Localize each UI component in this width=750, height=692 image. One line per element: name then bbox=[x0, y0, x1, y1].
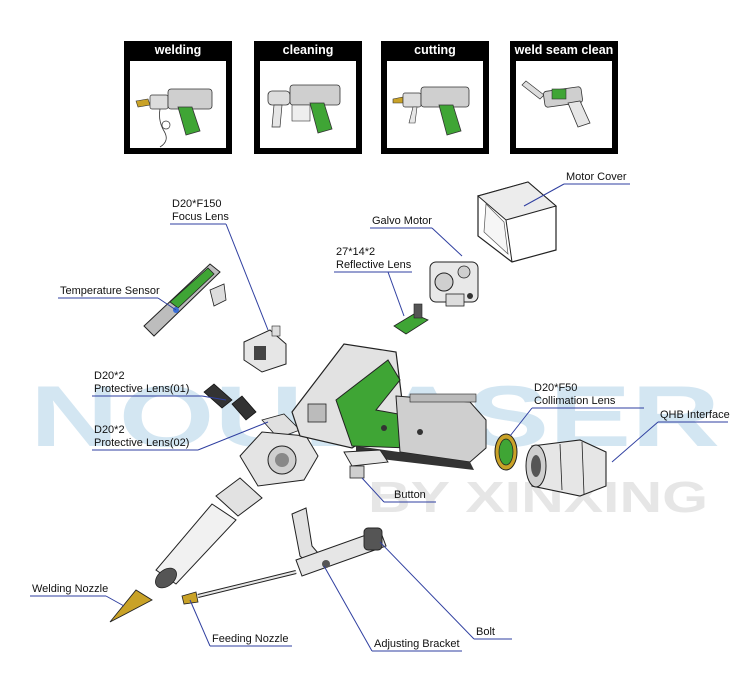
lens-housing-part bbox=[239, 431, 319, 487]
label-welding-nozzle: Welding Nozzle bbox=[32, 583, 108, 595]
leader-lines bbox=[30, 183, 728, 652]
label-bolt: Bolt bbox=[476, 626, 495, 638]
label-button: Button bbox=[394, 489, 426, 501]
protective-lens-01-part bbox=[203, 383, 257, 421]
galvo-motor-part bbox=[429, 261, 479, 307]
label-reflective-lens: Reflective Lens bbox=[336, 259, 412, 271]
label-collimation-lens: Collimation Lens bbox=[534, 395, 616, 407]
weld-seam-clean-gun-icon bbox=[521, 80, 591, 128]
mode-card-welding: welding bbox=[124, 41, 232, 154]
cutting-gun-icon bbox=[392, 86, 470, 136]
qhb-interface-part bbox=[525, 439, 607, 497]
label-reflective-lens-spec: 27*14*2 bbox=[336, 246, 375, 258]
button-part bbox=[343, 449, 389, 479]
label-galvo-motor: Galvo Motor bbox=[372, 215, 432, 227]
mode-image-cleaning bbox=[260, 61, 356, 148]
label-temperature-sensor: Temperature Sensor bbox=[60, 285, 160, 297]
bolt-part bbox=[363, 527, 383, 551]
label-protective-lens-01-spec: D20*2 bbox=[94, 370, 125, 382]
cleaning-gun-icon bbox=[267, 84, 341, 134]
welding-gun-icon bbox=[135, 88, 213, 148]
label-focus-lens: Focus Lens bbox=[172, 211, 229, 223]
label-collimation-lens-spec: D20*F50 bbox=[534, 382, 577, 394]
label-qhb-interface: QHB Interface bbox=[660, 409, 730, 421]
mode-label: weld seam clean bbox=[514, 43, 614, 57]
label-protective-lens-02: Protective Lens(02) bbox=[94, 437, 189, 449]
mode-label: cleaning bbox=[282, 43, 334, 57]
motor-cover-part bbox=[476, 181, 558, 263]
mode-card-cutting: cutting bbox=[381, 41, 489, 154]
mode-label: welding bbox=[154, 43, 202, 57]
reflective-lens-part bbox=[393, 303, 429, 335]
welding-nozzle-part bbox=[109, 589, 153, 623]
label-protective-lens-01: Protective Lens(01) bbox=[94, 383, 189, 395]
mode-label: cutting bbox=[414, 43, 456, 57]
label-feeding-nozzle: Feeding Nozzle bbox=[212, 633, 288, 645]
mode-card-weld-seam-clean: weld seam clean bbox=[510, 41, 618, 154]
feeding-nozzle-part bbox=[181, 570, 297, 605]
mode-image-cutting bbox=[387, 61, 483, 148]
label-focus-lens-spec: D20*F150 bbox=[172, 198, 222, 210]
collimation-lens-part bbox=[494, 433, 518, 471]
focus-lens-part bbox=[243, 325, 287, 373]
label-protective-lens-02-spec: D20*2 bbox=[94, 424, 125, 436]
label-adjusting-bracket: Adjusting Bracket bbox=[374, 638, 460, 650]
temperature-sensor-part bbox=[143, 263, 227, 337]
label-motor-cover: Motor Cover bbox=[566, 171, 627, 183]
mode-image-weld-seam-clean bbox=[516, 61, 612, 148]
main-body-part bbox=[291, 343, 487, 470]
mode-card-cleaning: cleaning bbox=[254, 41, 362, 154]
mode-image-welding bbox=[130, 61, 226, 148]
nozzle-tube-part bbox=[155, 477, 263, 589]
